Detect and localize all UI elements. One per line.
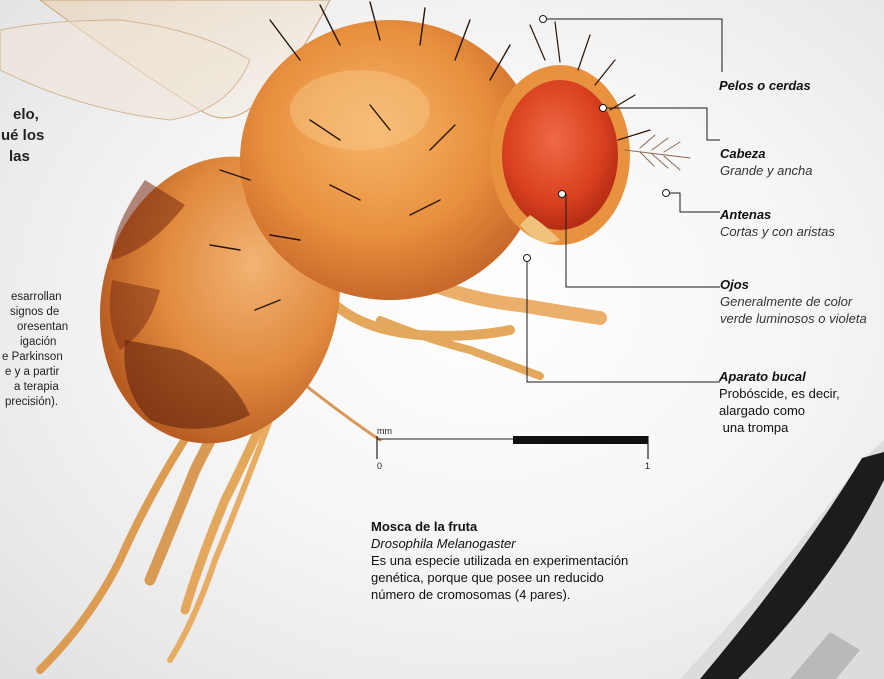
left-heading-line-1: elo, [13,104,56,125]
caption-text: Es una especie utilizada en experimentac… [371,552,633,603]
scale-min: 0 [377,461,382,471]
label-antenas-title: Antenas [720,206,835,223]
label-aparato-title: Aparato bucal [719,368,840,385]
label-aparato-bucal: Aparato bucal Probóscide, es decir, alar… [719,368,840,436]
caption: Mosca de la fruta Drosophila Melanogaste… [371,518,671,603]
left-text-line-6: e y a partir [0,365,80,380]
head [490,22,690,245]
scale-max: 1 [645,461,650,471]
left-heading-line-3: las [9,146,52,167]
left-text-line-2: signos de [0,305,80,320]
label-cabeza-title: Cabeza [720,145,813,162]
left-paragraph: esarrollan signos de oresentan igación e… [0,290,80,410]
label-ojos-sub-1: Generalmente de color [720,293,867,310]
label-aparato-line-2: alargado como [719,402,840,419]
label-aparato-line-3: una trompa [719,419,840,436]
label-ojos-title: Ojos [720,276,867,293]
label-aparato-line-1: Probóscide, es decir, [719,385,840,402]
label-pelos: Pelos o cerdas [719,77,811,94]
label-cabeza: Cabeza Grande y ancha [720,145,813,179]
label-pelos-title: Pelos o cerdas [719,77,811,94]
left-text-line-8: precisión). [0,395,80,410]
left-text-line-5: e Parkinson [0,350,80,365]
left-text-line-3: oresentan [0,320,80,335]
label-antenas: Antenas Cortas y con aristas [720,206,835,240]
left-text-line-1: esarrollan [0,290,80,305]
label-ojos-sub-2: verde luminosos o violeta [720,310,867,327]
left-text-line-4: igación [0,335,80,350]
left-heading: elo, ué los las [0,104,43,167]
caption-title: Mosca de la fruta [371,518,671,535]
label-ojos: Ojos Generalmente de color verde luminos… [720,276,867,327]
caption-species: Drosophila Melanogaster [371,535,671,552]
left-heading-line-2: ué los [1,125,44,146]
scale-unit: mm [377,426,392,436]
label-cabeza-sub: Grande y ancha [720,162,813,179]
label-antenas-sub: Cortas y con aristas [720,223,835,240]
magnifier-frame [680,440,884,679]
left-text-line-7: a terapia [0,380,80,395]
scale-bar [377,436,648,459]
